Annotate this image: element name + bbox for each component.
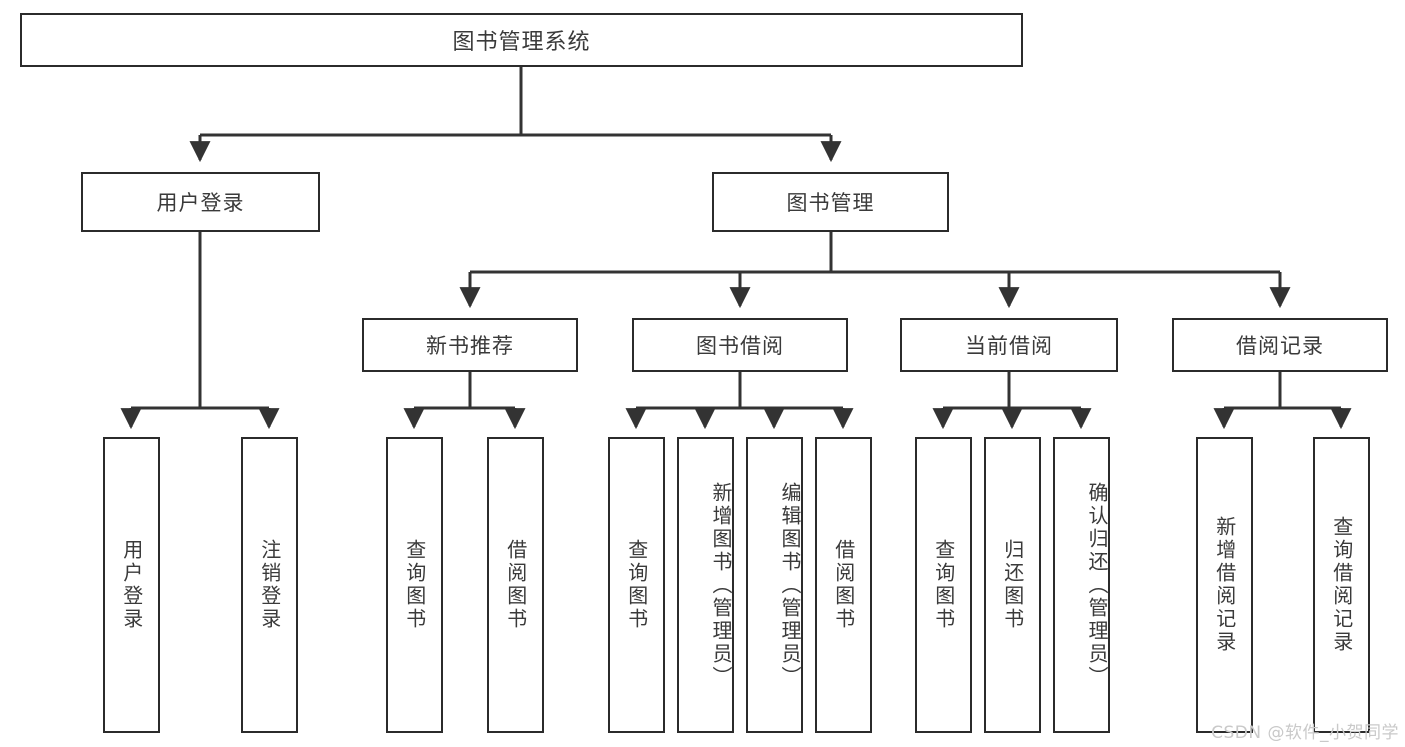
leaf-confirm-return-label: 确认归还（管理员） xyxy=(1085,481,1109,689)
leaf-borrow-book-1-label: 借阅图书 xyxy=(503,539,528,631)
leaf-edit-book[interactable]: 编辑图书（管理员） xyxy=(746,437,803,733)
leaf-return-book[interactable]: 归还图书 xyxy=(984,437,1041,733)
leaf-borrow-book-2[interactable]: 借阅图书 xyxy=(815,437,872,733)
leaf-user-login-label: 用户登录 xyxy=(119,539,144,631)
node-book-manage[interactable]: 图书管理 xyxy=(712,172,949,232)
node-current-borrow[interactable]: 当前借阅 xyxy=(900,318,1118,372)
node-new-book-recommend-label: 新书推荐 xyxy=(426,334,514,358)
leaf-query-record[interactable]: 查询借阅记录 xyxy=(1313,437,1370,733)
leaf-logout-label: 注销登录 xyxy=(257,539,282,631)
leaf-confirm-return[interactable]: 确认归还（管理员） xyxy=(1053,437,1110,733)
leaf-query-book-1-label: 查询图书 xyxy=(402,539,427,631)
leaf-query-book-2-label: 查询图书 xyxy=(624,539,649,631)
node-root-label: 图书管理系统 xyxy=(452,30,591,55)
leaf-query-book-3-label: 查询图书 xyxy=(931,539,956,631)
leaf-add-book-label: 新增图书（管理员） xyxy=(709,481,733,689)
node-book-borrow-label: 图书借阅 xyxy=(696,334,784,358)
leaf-add-record-label: 新增借阅记录 xyxy=(1212,516,1237,654)
leaf-return-book-label: 归还图书 xyxy=(1000,539,1025,631)
leaf-logout[interactable]: 注销登录 xyxy=(241,437,298,733)
leaf-user-login[interactable]: 用户登录 xyxy=(103,437,160,733)
node-user-login[interactable]: 用户登录 xyxy=(81,172,320,232)
node-borrow-record[interactable]: 借阅记录 xyxy=(1172,318,1388,372)
node-book-borrow[interactable]: 图书借阅 xyxy=(632,318,848,372)
node-book-manage-label: 图书管理 xyxy=(786,191,875,215)
node-current-borrow-label: 当前借阅 xyxy=(965,334,1053,358)
node-user-login-label: 用户登录 xyxy=(156,191,245,215)
leaf-borrow-book-2-label: 借阅图书 xyxy=(831,539,856,631)
leaf-edit-book-label: 编辑图书（管理员） xyxy=(778,481,802,689)
watermark: CSDN @软件_小贺同学 xyxy=(1211,723,1399,743)
node-new-book-recommend[interactable]: 新书推荐 xyxy=(362,318,578,372)
leaf-query-record-label: 查询借阅记录 xyxy=(1329,516,1354,654)
leaf-query-book-3[interactable]: 查询图书 xyxy=(915,437,972,733)
leaf-add-book[interactable]: 新增图书（管理员） xyxy=(677,437,734,733)
node-borrow-record-label: 借阅记录 xyxy=(1236,334,1324,358)
node-root[interactable]: 图书管理系统 xyxy=(20,13,1023,67)
leaf-borrow-book-1[interactable]: 借阅图书 xyxy=(487,437,544,733)
leaf-query-book-2[interactable]: 查询图书 xyxy=(608,437,665,733)
leaf-add-record[interactable]: 新增借阅记录 xyxy=(1196,437,1253,733)
leaf-query-book-1[interactable]: 查询图书 xyxy=(386,437,443,733)
